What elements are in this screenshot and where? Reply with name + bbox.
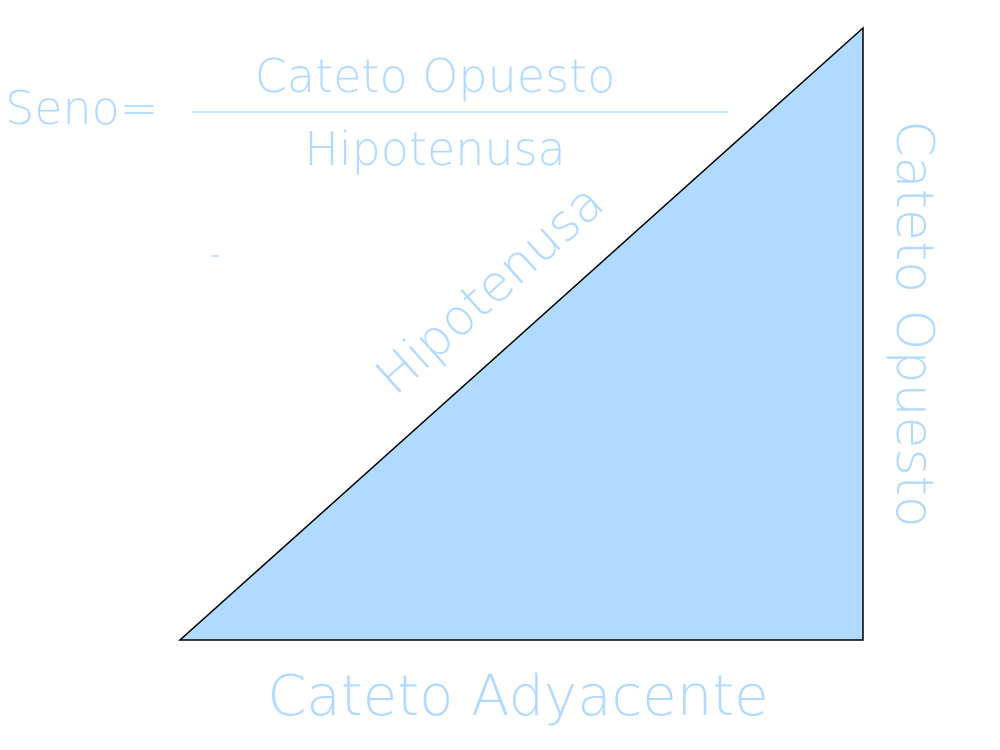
opposite-label: Cateto Opuesto	[884, 120, 944, 527]
adjacent-label: Cateto Adyacente	[267, 664, 768, 729]
formula-lhs: Seno=	[5, 81, 158, 135]
formula-numerator: Cateto Opuesto	[255, 49, 615, 103]
formula-denominator: Hipotenusa	[304, 122, 566, 176]
right-triangle	[178, 26, 864, 641]
